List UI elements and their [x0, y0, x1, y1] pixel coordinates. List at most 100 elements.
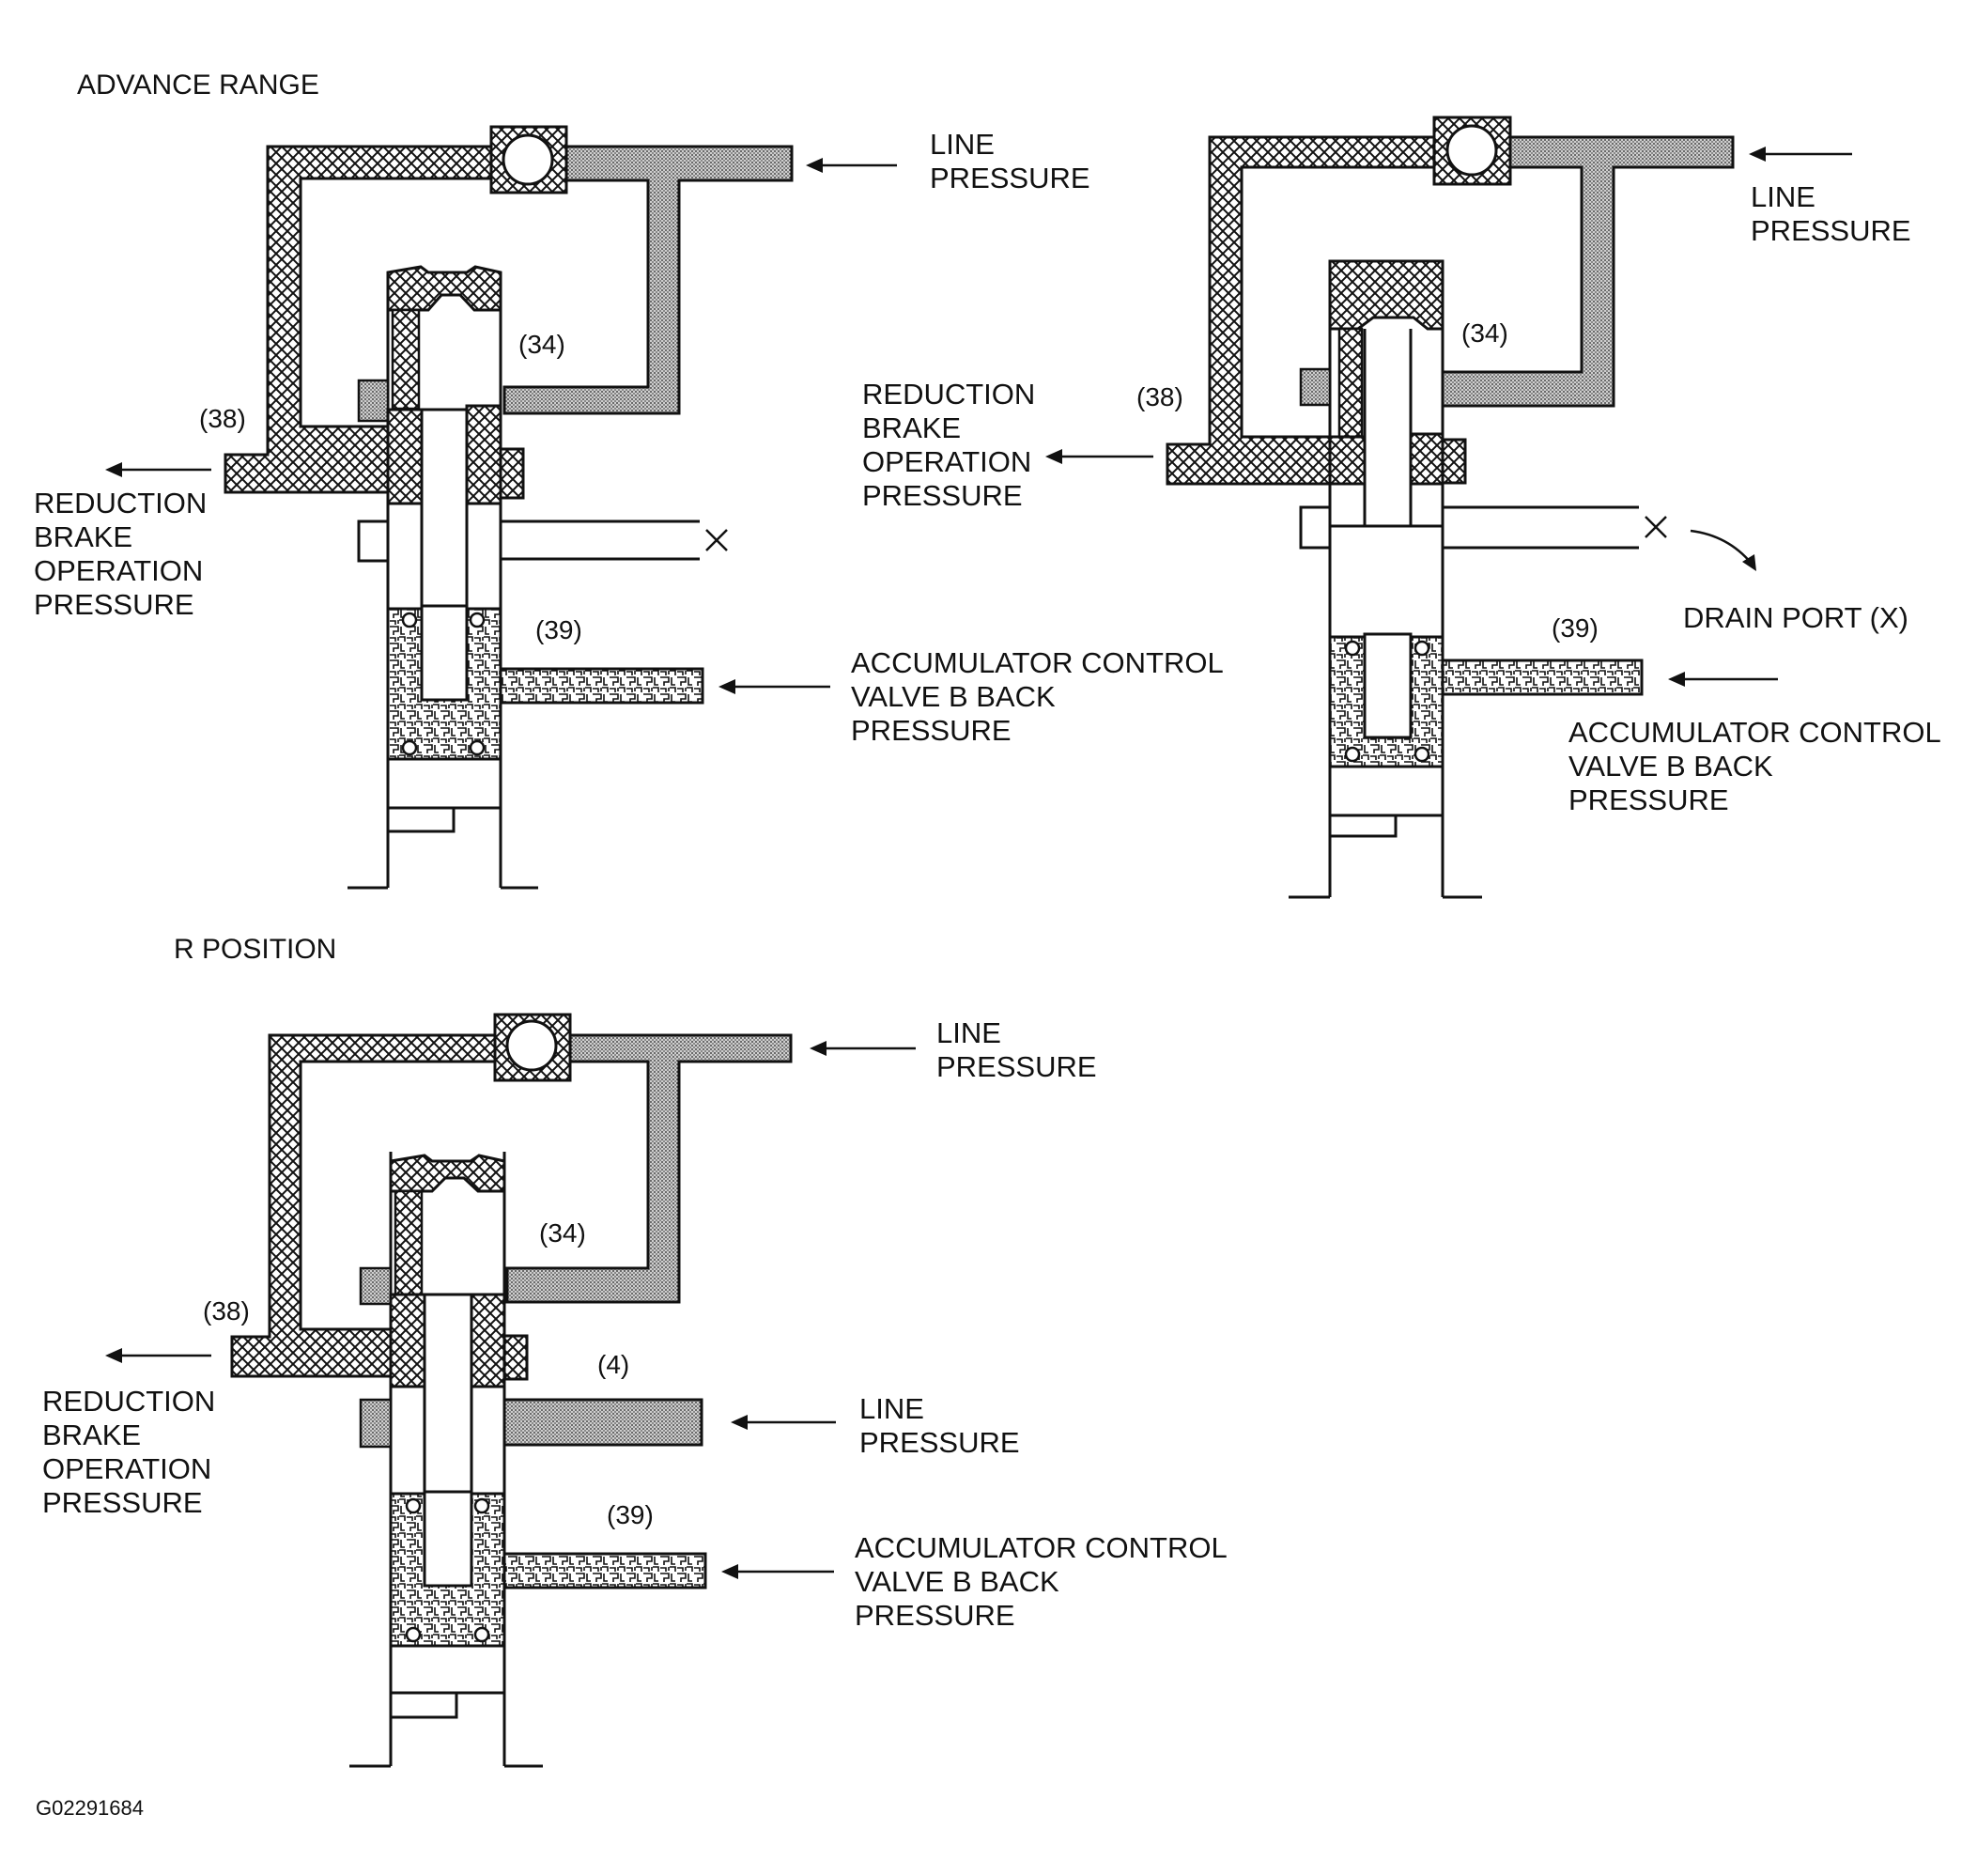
- arrow-head: [1749, 147, 1766, 162]
- side-port-left: [357, 379, 390, 423]
- accumulator-spool-end: [1363, 632, 1413, 739]
- arrow-head: [810, 1041, 827, 1056]
- accumulator-label: VALVE B BACK: [851, 680, 1056, 713]
- line-pressure-label: PRESSURE: [1751, 214, 1911, 247]
- header-r-position: R POSITION: [174, 934, 336, 965]
- spring-seat: [405, 1497, 422, 1514]
- spring-seat: [1344, 746, 1361, 763]
- spool-land-left: [389, 1293, 426, 1388]
- ref-39: (39): [535, 615, 582, 644]
- accumulator-spool-end: [423, 1490, 473, 1588]
- check-ball: [1445, 124, 1498, 177]
- reduction-label: OPERATION: [34, 554, 203, 587]
- spring-seat: [1414, 640, 1430, 657]
- valve-body-walls: [349, 1152, 543, 1768]
- accumulator-label: ACCUMULATOR CONTROL: [851, 646, 1224, 679]
- ref-39: (39): [1552, 613, 1599, 643]
- line-pressure-channel: [502, 145, 794, 415]
- accumulator-back-pressure-channel: [499, 667, 704, 705]
- spring-seat: [401, 739, 418, 756]
- spring-seat: [401, 612, 418, 628]
- ref-38: (38): [203, 1296, 250, 1326]
- side-port-left: [359, 1266, 393, 1306]
- reduction-label: BRAKE: [34, 520, 132, 553]
- reduction-label: PRESSURE: [862, 479, 1023, 512]
- spring-seat: [1344, 640, 1361, 657]
- line-pressure-channel: [505, 1033, 793, 1304]
- drain-x-mark: [705, 529, 728, 551]
- line-pressure-label-2: PRESSURE: [859, 1426, 1020, 1459]
- figure-id: G02291684: [36, 1796, 144, 1820]
- spring-seat: [405, 1626, 422, 1643]
- arrow-head: [105, 1348, 122, 1363]
- spool-feed-passage: [394, 1189, 424, 1296]
- spool-land-outer: [502, 1334, 529, 1381]
- ref-39: (39): [607, 1500, 654, 1529]
- spool-stem: [423, 1293, 473, 1494]
- accumulator-spool-end: [420, 604, 469, 702]
- accumulator-label: PRESSURE: [851, 714, 1012, 747]
- drain-port-label: DRAIN PORT (X): [1683, 601, 1908, 634]
- line-pressure-label: LINE: [930, 128, 995, 161]
- reduction-label: PRESSURE: [34, 588, 194, 621]
- spring-seat: [1414, 746, 1430, 763]
- arrow-head: [105, 462, 122, 477]
- panel-bottom: LINE PRESSURE (34) (38) (4) (39) LINE PR…: [42, 1013, 1228, 1768]
- ref-34: (34): [539, 1218, 586, 1248]
- reduction-brake-channel: [224, 145, 493, 494]
- spool-land-right: [465, 404, 502, 505]
- valve-plug: [391, 1644, 504, 1719]
- reduction-label: PRESSURE: [42, 1486, 203, 1519]
- ref-4: (4): [597, 1350, 629, 1379]
- line-pressure-label: PRESSURE: [936, 1050, 1097, 1083]
- spool-stem: [420, 408, 469, 606]
- reduction-label: REDUCTION: [862, 378, 1035, 411]
- arrow-head: [1668, 672, 1685, 687]
- accumulator-back-pressure-channel: [1441, 659, 1644, 696]
- spool-land-left: [1328, 435, 1367, 486]
- spring-seat: [473, 1497, 490, 1514]
- valve-body-walls: [1289, 261, 1482, 899]
- spring-seat: [469, 739, 486, 756]
- accumulator-label: VALVE B BACK: [1568, 750, 1773, 783]
- panel-top-left: LINE PRESSURE (34) (38) (39) REDUCTION B…: [34, 125, 1224, 890]
- arrow-head: [721, 1564, 738, 1579]
- arrow-head: [731, 1415, 748, 1430]
- spring-seat: [469, 612, 486, 628]
- valve-plug: [1330, 765, 1443, 838]
- arrow-head: [1045, 449, 1062, 464]
- line-pressure-label: PRESSURE: [930, 162, 1090, 194]
- drain-arrow: [1690, 529, 1753, 565]
- spool-land-outer: [499, 447, 525, 500]
- reduction-label: BRAKE: [862, 411, 961, 444]
- valve-plug: [386, 757, 502, 888]
- ref-38: (38): [1136, 382, 1183, 411]
- accumulator-label: PRESSURE: [855, 1599, 1015, 1632]
- line-pressure-port-4: [502, 1398, 703, 1447]
- reduction-label: BRAKE: [42, 1419, 141, 1451]
- panel-top-right: LINE PRESSURE (34) (38) (39) REDUCTION B…: [862, 116, 1941, 899]
- line-pressure-port-left: [359, 1398, 393, 1449]
- spool-top-cap: [1328, 259, 1444, 331]
- arrow-head: [718, 679, 735, 694]
- spool-feed-passage: [391, 308, 421, 411]
- arrow-head: [1742, 554, 1756, 571]
- accumulator-back-pressure-channel: [502, 1552, 707, 1589]
- reduction-label: REDUCTION: [34, 487, 207, 519]
- spool-land-right: [470, 1293, 506, 1388]
- spring-seat: [473, 1626, 490, 1643]
- reduction-label: REDUCTION: [42, 1385, 215, 1418]
- line-pressure-label-2: LINE: [859, 1392, 924, 1425]
- spool-stem: [1299, 329, 1443, 550]
- reduction-label: OPERATION: [862, 445, 1031, 478]
- line-pressure-label: LINE: [936, 1016, 1001, 1049]
- spool-feed-passage: [1337, 327, 1364, 439]
- arrow-head: [806, 158, 823, 173]
- reduction-label: OPERATION: [42, 1452, 211, 1485]
- ref-34: (34): [1461, 318, 1508, 348]
- spool-top-cap: [386, 265, 502, 312]
- spool-land-left: [386, 408, 424, 505]
- ref-38: (38): [199, 404, 246, 433]
